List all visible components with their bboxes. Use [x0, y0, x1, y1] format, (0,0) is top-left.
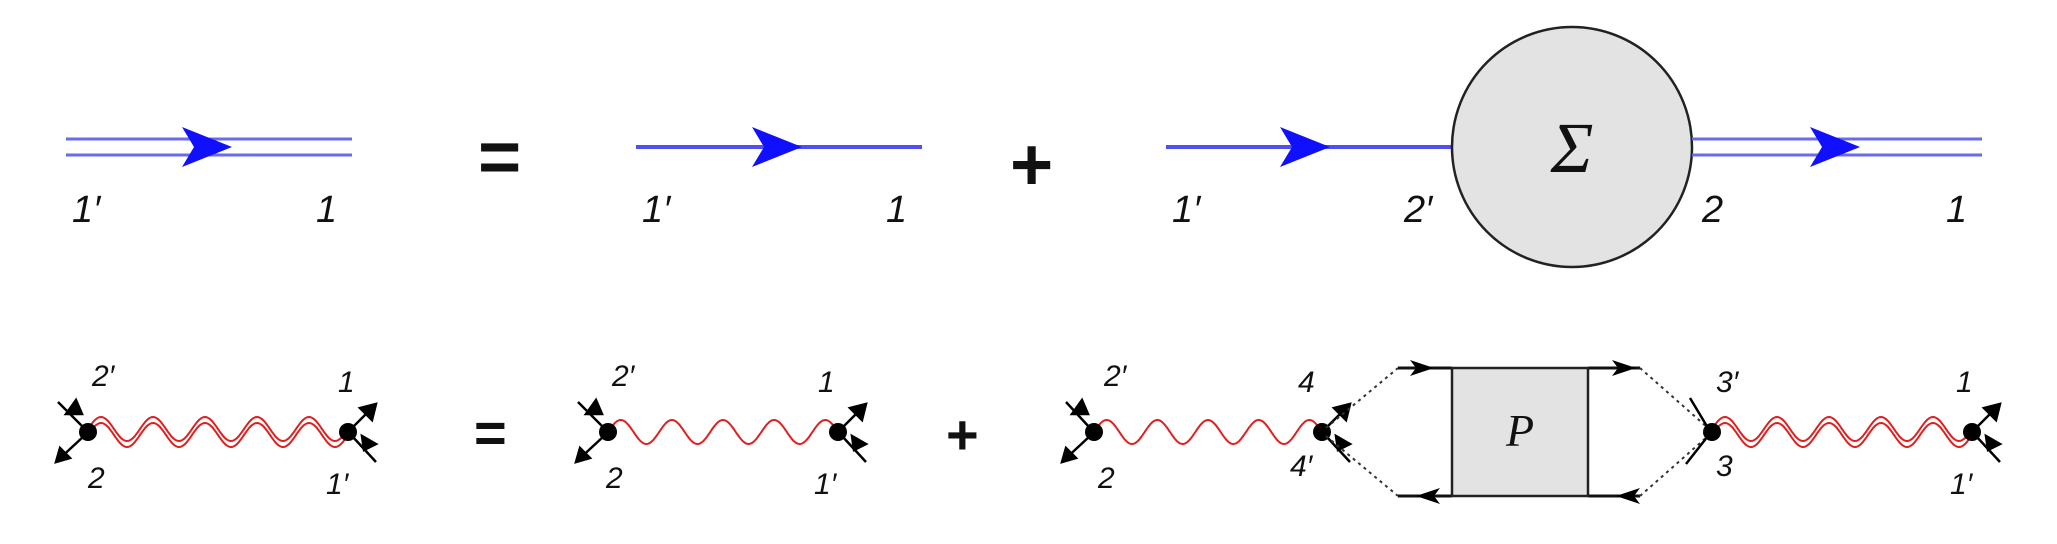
- sigma-symbol: Σ: [1550, 108, 1594, 188]
- label-2prime-lhs2: 2′: [91, 360, 116, 393]
- propagator-arrow-icon: [752, 127, 802, 167]
- p-symbol: P: [1505, 405, 1534, 456]
- label-1prime-term2: 1′: [1172, 189, 1202, 231]
- bare-propagator-term1: [636, 127, 922, 167]
- label-1prime-term2b: 1′: [1950, 468, 1974, 501]
- label-3prime-term2b: 3′: [1716, 366, 1740, 399]
- wavy-line: [1711, 415, 1973, 443]
- label-1-term2b: 1: [1956, 366, 1973, 399]
- label-1-term2: 1: [1946, 189, 1967, 231]
- bare-interaction-term1: [574, 397, 869, 464]
- propagator-arrow-icon: [1810, 127, 1860, 167]
- self-energy-blob: [1450, 25, 1694, 269]
- label-1-lhs: 1: [316, 189, 337, 231]
- label-2-lhs2: 2: [87, 462, 105, 495]
- label-1prime-term1b: 1′: [814, 468, 838, 501]
- label-4-term2b: 4: [1298, 366, 1315, 399]
- polarization-term: P: [1060, 360, 2003, 504]
- label-3-term2b: 3: [1716, 450, 1733, 483]
- label-4prime-term2b: 4′: [1290, 450, 1314, 483]
- self-energy-term: Σ: [1166, 25, 1982, 269]
- arrow-left-icon: [1616, 488, 1640, 504]
- label-2prime-term2b: 2′: [1103, 360, 1128, 393]
- label-2-term2b: 2: [1097, 462, 1115, 495]
- label-1prime-term1: 1′: [642, 189, 672, 231]
- wavy-line: [87, 415, 349, 443]
- label-1-term1b: 1: [818, 366, 835, 399]
- label-1-term1: 1: [886, 189, 907, 231]
- label-2prime-term1b: 2′: [611, 360, 636, 393]
- label-2prime-term2: 2′: [1403, 189, 1434, 231]
- wavy-line: [1093, 418, 1323, 446]
- wavy-line: [87, 421, 349, 449]
- label-1prime-lhs2: 1′: [326, 468, 350, 501]
- label-1-lhs2: 1: [338, 366, 355, 399]
- dressed-propagator-lhs: [66, 127, 352, 167]
- equals-sign-row2: =: [474, 401, 507, 464]
- arrow-right-icon: [1612, 360, 1636, 376]
- plus-sign-row1: +: [1010, 123, 1053, 206]
- arrow-left-icon: [1416, 488, 1440, 504]
- wavy-line: [1711, 421, 1973, 449]
- label-2-term2: 2: [1701, 189, 1723, 231]
- wavy-line: [607, 418, 839, 446]
- label-1prime-lhs: 1′: [72, 189, 102, 231]
- screened-interaction-lhs: [54, 397, 379, 464]
- arrow-right-icon: [1410, 360, 1434, 376]
- equals-sign-row1: =: [478, 115, 521, 198]
- polarization-box: [1450, 366, 1590, 498]
- propagator-arrow-icon: [182, 127, 232, 167]
- plus-sign-row2: +: [946, 403, 979, 466]
- label-2-term1b: 2: [605, 462, 623, 495]
- propagator-arrow-icon: [1280, 127, 1330, 167]
